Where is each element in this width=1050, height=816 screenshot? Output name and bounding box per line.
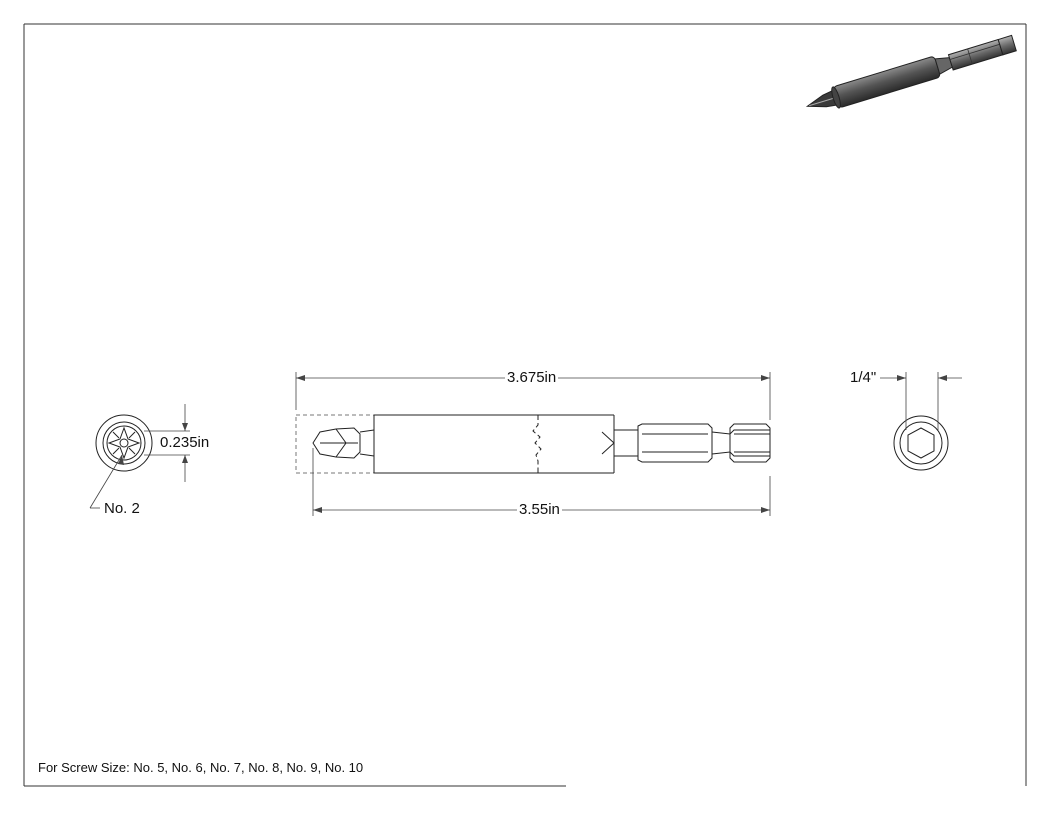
screw-size-note: For Screw Size: No. 5, No. 6, No. 7, No.…	[38, 760, 364, 775]
point-size-leader	[89, 454, 124, 509]
tip-diameter-label: 0.235in	[158, 434, 212, 451]
bit-side-view	[295, 414, 771, 474]
iso-render	[805, 34, 1017, 109]
hex-end-view	[893, 415, 949, 471]
tip-end-view	[95, 414, 153, 472]
overall-length-label: 3.675in	[505, 369, 559, 386]
sheet-border	[23, 23, 1027, 787]
point-size-label: No. 2	[102, 500, 142, 517]
tip-diameter-dimension	[144, 404, 190, 482]
shank-length-label: 3.55in	[517, 501, 562, 518]
hex-size-label: 1/4"	[848, 369, 879, 386]
hex-size-dimension	[880, 372, 962, 430]
